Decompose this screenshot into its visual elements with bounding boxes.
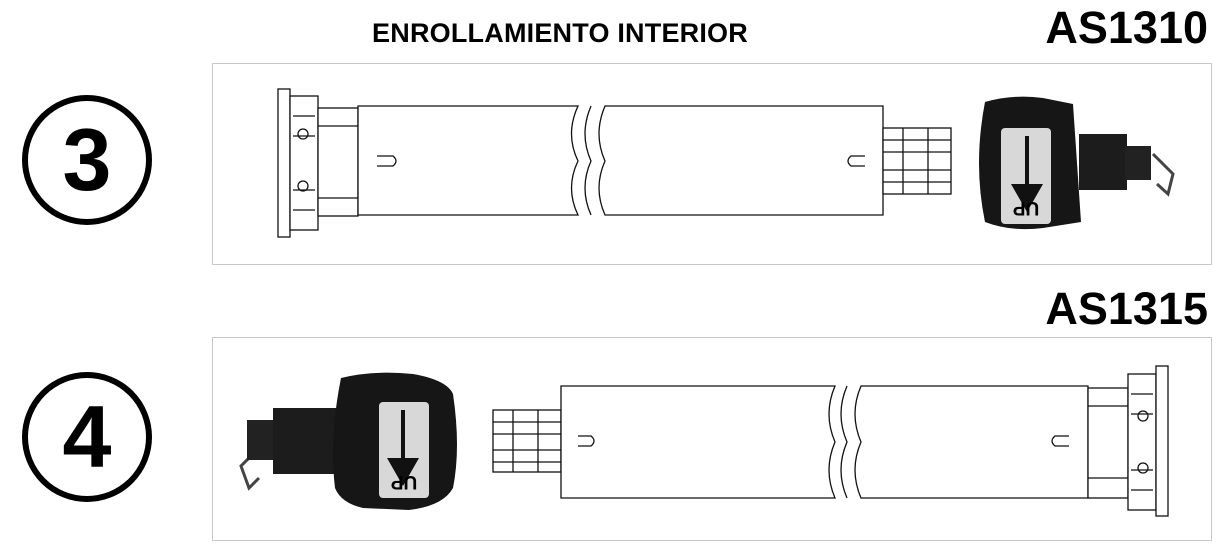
- motor-drawing-2: UP: [239, 365, 1169, 517]
- up-label-2: UP: [390, 471, 417, 492]
- model-code-1: AS1310: [1045, 2, 1208, 53]
- tube-right-2: [840, 385, 1089, 499]
- step-number-4: 4: [22, 372, 152, 502]
- end-cap-left: [277, 88, 359, 238]
- step-number-3: 3: [22, 95, 152, 225]
- motor-drawing-1: UP: [277, 88, 1175, 238]
- motor-diagram-2: UP: [212, 337, 1212, 541]
- motor-head-2: UP: [239, 372, 457, 510]
- tube-left: [357, 105, 580, 216]
- section-heading: ENROLLAMIENTO INTERIOR: [372, 18, 748, 48]
- crown-adapter: [882, 127, 952, 195]
- up-label-1: UP: [1012, 197, 1039, 218]
- motor-head-1: UP: [979, 96, 1175, 230]
- model-code-2: AS1315: [1045, 283, 1208, 334]
- tube-right: [584, 105, 884, 216]
- crown-adapter-2: [492, 409, 562, 473]
- tube-left-2: [560, 385, 836, 499]
- motor-diagram-1: UP: [212, 63, 1212, 265]
- end-cap-right: [1087, 365, 1169, 517]
